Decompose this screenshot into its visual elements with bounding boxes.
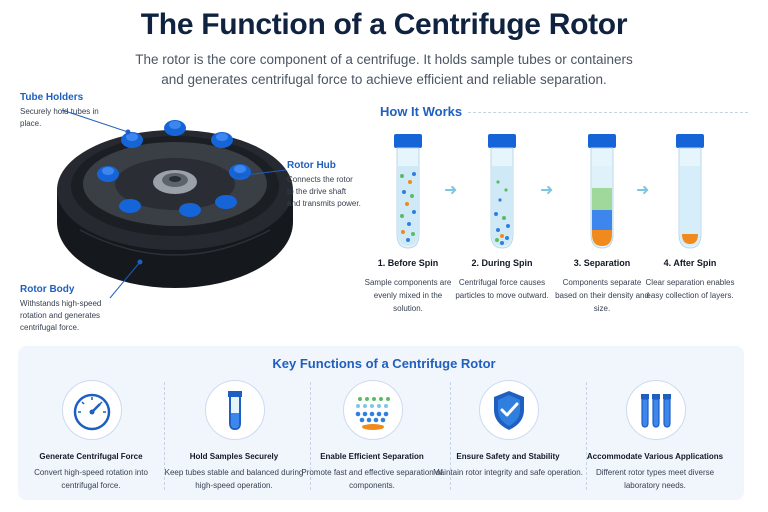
page-subtitle: The rotor is the core component of a cen… — [135, 52, 633, 87]
separation-icon — [343, 380, 403, 440]
step-3-title: 3. Separation — [573, 258, 631, 268]
divider — [310, 382, 311, 490]
step-4-text: Clear separation enables easy collection… — [645, 278, 735, 300]
page-title: The Function of a Centrifuge Rotor — [140, 8, 628, 41]
tube-holders-title: Tube Holders — [20, 92, 84, 103]
tube-separation — [588, 134, 616, 249]
gauge-icon — [62, 380, 122, 440]
step-1-text: Sample components are evenly mixed in th… — [364, 278, 452, 313]
rotor-illustration — [57, 120, 293, 288]
rotor-hub-title: Rotor Hub — [287, 160, 336, 171]
test-tube-icon — [205, 380, 265, 440]
divider — [450, 382, 451, 490]
feature-5-text: Different rotor types meet diverse labor… — [595, 468, 715, 490]
feature-3-text: Promote fast and effective separation of… — [301, 468, 443, 490]
key-functions-title: Key Functions of a Centrifuge Rotor — [272, 356, 496, 371]
shield-check-icon — [479, 380, 539, 440]
tube-before-spin — [394, 134, 422, 249]
how-it-works-title: How It Works — [380, 104, 463, 119]
step-3-text: Components separate based on their densi… — [555, 278, 649, 313]
feature-1-text: Convert high-speed rotation into centrif… — [34, 468, 148, 490]
feature-3-title: Enable Efficient Separation — [320, 452, 424, 461]
step-2-title: 2. During Spin — [471, 258, 533, 268]
feature-1-title: Generate Centrifugal Force — [39, 452, 143, 461]
rotor-body-title: Rotor Body — [20, 284, 75, 295]
feature-5-title: Accommodate Various Applications — [586, 452, 724, 461]
divider — [586, 382, 587, 490]
arrow-icon: ➜ — [444, 182, 458, 199]
divider — [164, 382, 165, 490]
how-it-works-divider — [468, 112, 748, 113]
feature-2-text: Keep tubes stable and balanced during hi… — [164, 468, 304, 490]
feature-2-title: Hold Samples Securely — [189, 452, 279, 461]
tube-during-spin — [488, 134, 516, 249]
feature-4-title: Ensure Safety and Stability — [456, 452, 560, 461]
tubes-rack-icon — [626, 380, 686, 440]
arrow-icon: ➜ — [636, 182, 650, 199]
step-2-text: Centrifugal force causes particles to mo… — [455, 278, 549, 300]
rotor-body-text: Withstands high-speed rotation and gener… — [20, 299, 102, 332]
feature-4-text: Maintain rotor integrity and safe operat… — [433, 468, 583, 477]
rotor-hub-text: Connects the rotor to the drive shaft an… — [287, 175, 361, 208]
arrow-icon: ➜ — [540, 182, 554, 199]
step-4-title: 4. After Spin — [663, 258, 717, 268]
tube-holders-text: Securely hold tubes in place. — [20, 107, 99, 128]
step-1-title: 1. Before Spin — [377, 258, 439, 268]
tube-after-spin — [676, 134, 704, 249]
